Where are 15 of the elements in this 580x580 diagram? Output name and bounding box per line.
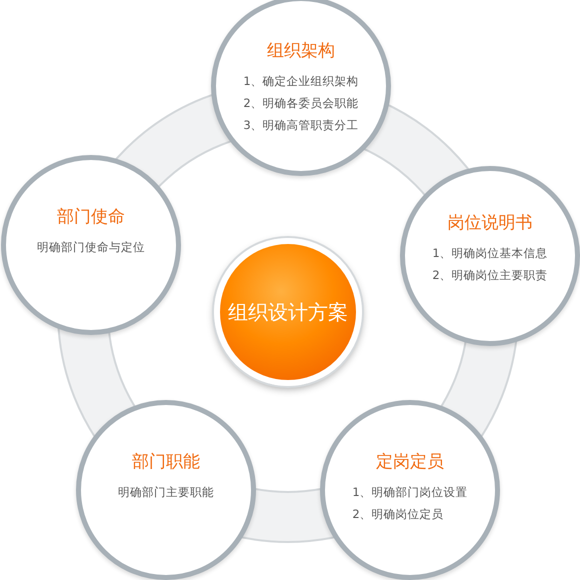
topic-item: 明确部门主要职能 bbox=[118, 484, 214, 501]
topic-title: 定岗定员 bbox=[376, 451, 444, 473]
topic-item: 明确部门使命与定位 bbox=[37, 239, 145, 256]
topic-item: 3、明确高管职责分工 bbox=[243, 117, 359, 134]
topic-item: 1、确定企业组织架构 bbox=[243, 73, 359, 90]
topic-item: 2、明确岗位主要职责 bbox=[432, 267, 548, 284]
topic-title: 部门职能 bbox=[132, 451, 200, 473]
topic-item: 1、明确岗位基本信息 bbox=[432, 245, 548, 262]
center-title: 组织设计方案 bbox=[228, 298, 348, 326]
topic-item: 2、明确各委员会职能 bbox=[243, 95, 359, 112]
topic-title: 部门使命 bbox=[57, 206, 125, 228]
topic-item: 1、明确部门岗位设置 bbox=[352, 484, 468, 501]
topic-title: 岗位说明书 bbox=[448, 212, 532, 234]
topic-title: 组织架构 bbox=[267, 40, 335, 62]
topic-item: 2、明确岗位定员 bbox=[352, 506, 444, 523]
